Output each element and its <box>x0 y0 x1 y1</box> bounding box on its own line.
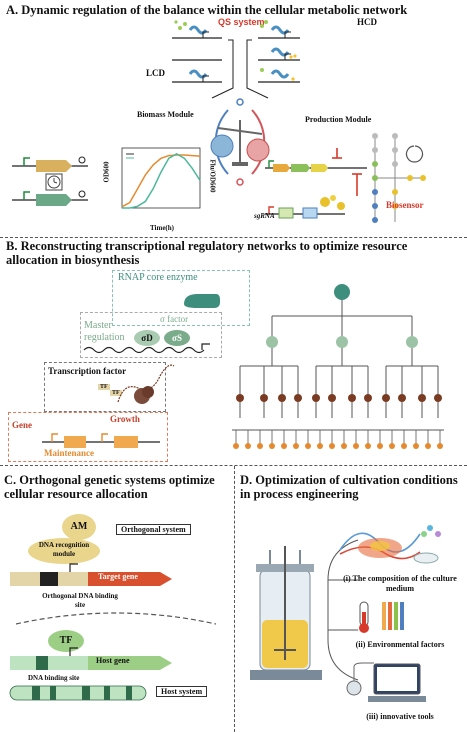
tf-bubble: TF <box>48 630 84 652</box>
hcd-label: HCD <box>357 17 377 27</box>
transcription-factor-label: Transcription factor <box>48 366 127 376</box>
connector-lines <box>327 539 359 681</box>
tf-badge-2: TF <box>110 390 122 396</box>
item-environmental-factors: (ii) Environmental factors <box>355 640 445 649</box>
chart-frame <box>121 147 201 209</box>
separator-curve <box>15 612 217 625</box>
chart-series-line-1 <box>121 154 201 208</box>
biosensor-label: Biosensor <box>386 200 424 210</box>
master-dna-strand <box>83 343 210 354</box>
panel-d-title: D. Optimization of cultivation condition… <box>240 473 458 501</box>
host-chromosome <box>9 685 147 701</box>
biomass-constructs <box>12 156 88 206</box>
rnap-label: RNAP core enzyme <box>118 272 198 283</box>
production-module-label: Production Module <box>305 115 372 124</box>
gene-label: Gene <box>12 420 32 430</box>
lcd-label: LCD <box>146 68 166 78</box>
target-gene-label: Target gene <box>98 572 138 581</box>
sigma-factor-label: σ factor <box>160 314 189 324</box>
innovative-tools-icon <box>346 662 426 702</box>
rnap-box <box>112 270 250 326</box>
chart-xlabel: Time(h) <box>150 224 174 232</box>
divider-a-b <box>0 237 467 238</box>
tf-badge-1: TF <box>98 384 110 390</box>
panel-b-title: B. Reconstructing transcriptional regula… <box>6 239 408 267</box>
gene-construct <box>42 433 160 448</box>
production-circuit <box>265 133 426 223</box>
chart-ylabel: OD600 <box>102 161 111 183</box>
biomass-module-label: Biomass Module <box>137 110 194 119</box>
maintenance-label: Maintenance <box>44 448 94 458</box>
dna-recognition-module: DNA recognition module <box>28 538 100 564</box>
host-system-label: Host system <box>156 686 208 697</box>
host-gene-construct <box>10 647 172 670</box>
qs-system-label: QS system <box>218 17 265 27</box>
gene-box <box>8 412 168 462</box>
panel-a-title: A. Dynamic regulation of the balance wit… <box>6 3 408 17</box>
sgrna-label: sgRNA <box>254 212 275 220</box>
orthogonal-system-label: Orthogonal system <box>116 524 191 535</box>
item-culture-medium: (i) The composition of the culture mediu… <box>343 574 457 593</box>
chart-series-line-2 <box>122 153 201 209</box>
balance-cycle <box>210 98 270 186</box>
regulatory-tree <box>232 284 444 449</box>
am-badge: AM <box>62 514 96 540</box>
growth-chart-svg <box>121 147 201 209</box>
orthogonal-binding-site-label: Orthogonal DNA binding site <box>42 592 118 609</box>
divider-b-cd <box>0 465 467 466</box>
environmental-factors-icon <box>359 601 404 633</box>
tf-protein-dna <box>117 364 175 404</box>
bioreactor-icon <box>250 546 322 680</box>
growth-label: Growth <box>110 414 140 424</box>
target-gene-construct <box>10 563 172 586</box>
divider-c-d <box>234 466 235 732</box>
rnap-enzyme-icon <box>184 294 220 308</box>
transcription-factor-box <box>44 362 166 412</box>
sigma-s-badge: σS <box>164 330 190 346</box>
master-regulation-box <box>80 312 222 358</box>
chart-legend-lines <box>126 153 134 159</box>
sigma-d-badge: σD <box>134 330 160 346</box>
dna-binding-site-label: DNA binding site <box>28 674 80 682</box>
item-innovative-tools: (iii) innovative tools <box>366 712 434 721</box>
host-gene-label: Host gene <box>96 656 130 665</box>
qs-circuits <box>172 20 300 99</box>
culture-medium-icon <box>339 525 441 564</box>
master-regulation-label: Master regulation <box>84 320 125 343</box>
chart-y2label: Flu/OD600 <box>208 159 217 193</box>
panel-c-title: C. Orthogonal genetic systems optimize c… <box>4 473 215 501</box>
